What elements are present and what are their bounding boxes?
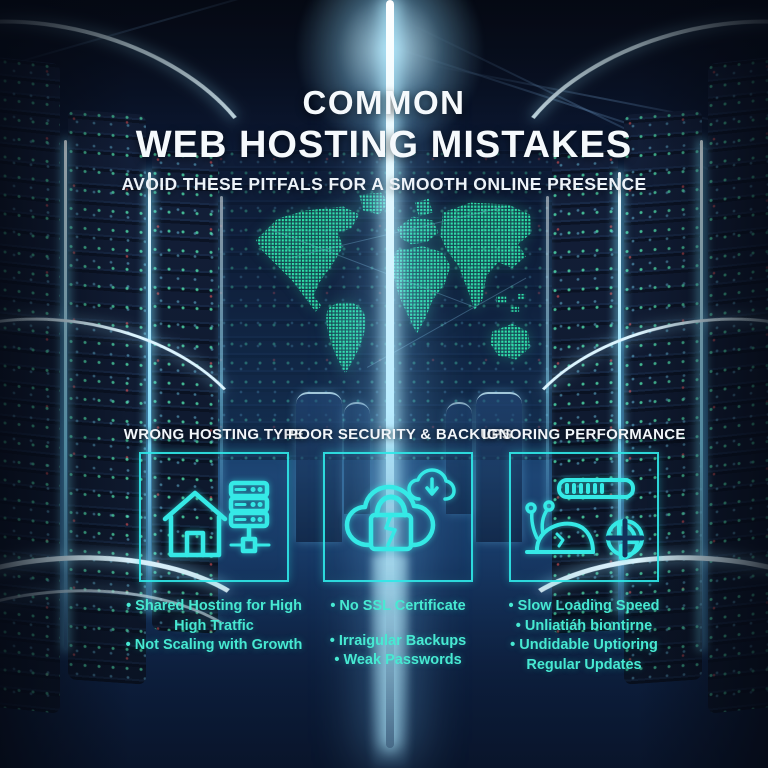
icon-frame: [323, 452, 473, 582]
bullet-list: No SSL Certificate Irraigular Backups We…: [298, 597, 498, 671]
bullet-item: No SSL Certificate: [298, 597, 498, 617]
cloud-lock-icon: [344, 468, 456, 552]
title-block: COMMON WEB HOSTING MISTAKES AVOID THESE …: [0, 84, 768, 195]
snail-speedometer-icon: [525, 478, 645, 560]
icon-frame: [509, 452, 659, 582]
bullet-item: Undidable Uptioring Regular Updates: [484, 636, 684, 675]
world-map: [248, 188, 536, 380]
title-line2: WEB HOSTING MISTAKES: [135, 124, 633, 166]
column-heading: IGNORING PERFORMANCE: [482, 426, 686, 443]
column-poor-security-backups: POOR SECURITY & BACKUPS No SSL Certifica…: [288, 426, 513, 671]
light-beam: [386, 0, 394, 748]
column-heading: WRONG HOSTING TYPE: [123, 426, 305, 443]
bullet-list: Shared Hosting for High High Tratfic Not…: [114, 597, 314, 656]
column-ignoring-performance: IGNORING PERFORMANCE: [474, 426, 694, 675]
subtitle: AVOID THESE PITFALS FOR A SMOOTH ONLINE …: [121, 174, 647, 194]
bullet-item: Unliatiáh biontirne: [484, 617, 684, 637]
bullet-list: Slow Loading Speed Unliatiáh biontirne U…: [484, 597, 684, 675]
bullet-item: Irraigular Backups: [298, 632, 498, 652]
bullet-item: Shared Hosting for High High Tratfic: [114, 597, 314, 636]
bullet-item: Weak Passwords: [298, 651, 498, 671]
bullet-item: Not Scaling with Growth: [114, 636, 314, 656]
title-line1: COMMON: [302, 84, 466, 121]
bullet-item: Slow Loading Speed: [484, 597, 684, 617]
column-wrong-hosting-type: WRONG HOSTING TYPE Shared Hosting for Hi…: [104, 426, 324, 656]
house-server-icon: [162, 480, 271, 558]
icon-frame: [139, 452, 289, 582]
column-heading: POOR SECURITY & BACKUPS: [288, 426, 513, 443]
